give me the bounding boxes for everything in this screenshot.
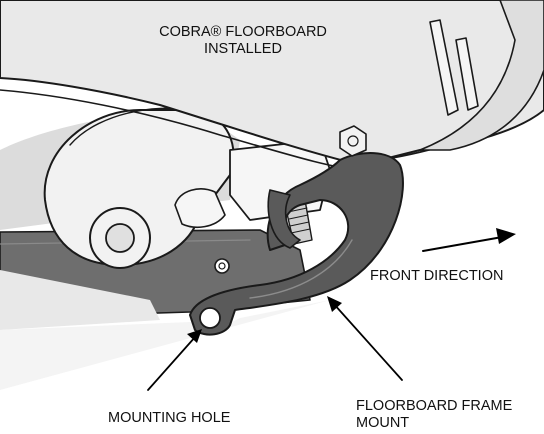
floorboard-rib-2: [455, 37, 479, 111]
pivot-bolt: [105, 223, 135, 253]
frame-hole-inner: [218, 262, 226, 270]
lower-body: [0, 300, 330, 390]
label-front-direction: FRONT DIRECTION: [370, 268, 504, 284]
floorboard-rib-1: [429, 19, 459, 116]
arrow-frame-mount: [327, 296, 403, 381]
floorboard-edge: [0, 89, 361, 171]
label-floorboard-installed-line-1: COBRA® FLOORBOARD: [159, 24, 327, 40]
label-floorboard-installed: COBRA® FLOORBOARD INSTALLED: [118, 24, 368, 58]
mounting-hole: [199, 307, 221, 329]
label-floorboard-installed-line-2: INSTALLED: [204, 41, 282, 57]
hex-nut-center: [347, 135, 359, 147]
label-floorboard-frame-mount-line-1: FLOORBOARD FRAME: [356, 398, 513, 414]
mount-bracket: [189, 152, 404, 336]
label-floorboard-frame-mount: FLOORBOARD FRAME MOUNT: [356, 398, 512, 432]
stud-threads: [287, 207, 311, 234]
mount-bracket-highlight: [249, 239, 353, 299]
mount-hook: [267, 189, 301, 249]
label-mounting-hole: MOUNTING HOLE: [108, 410, 231, 426]
clamp: [174, 188, 226, 229]
arrow-front-direction: [422, 228, 516, 252]
floorboard-skirt: [419, 0, 544, 151]
background-plate: [0, 270, 160, 330]
label-floorboard-frame-mount-line-2: MOUNT: [356, 415, 410, 431]
floorboard: [0, 0, 544, 166]
arrow-mounting-hole: [147, 329, 202, 391]
